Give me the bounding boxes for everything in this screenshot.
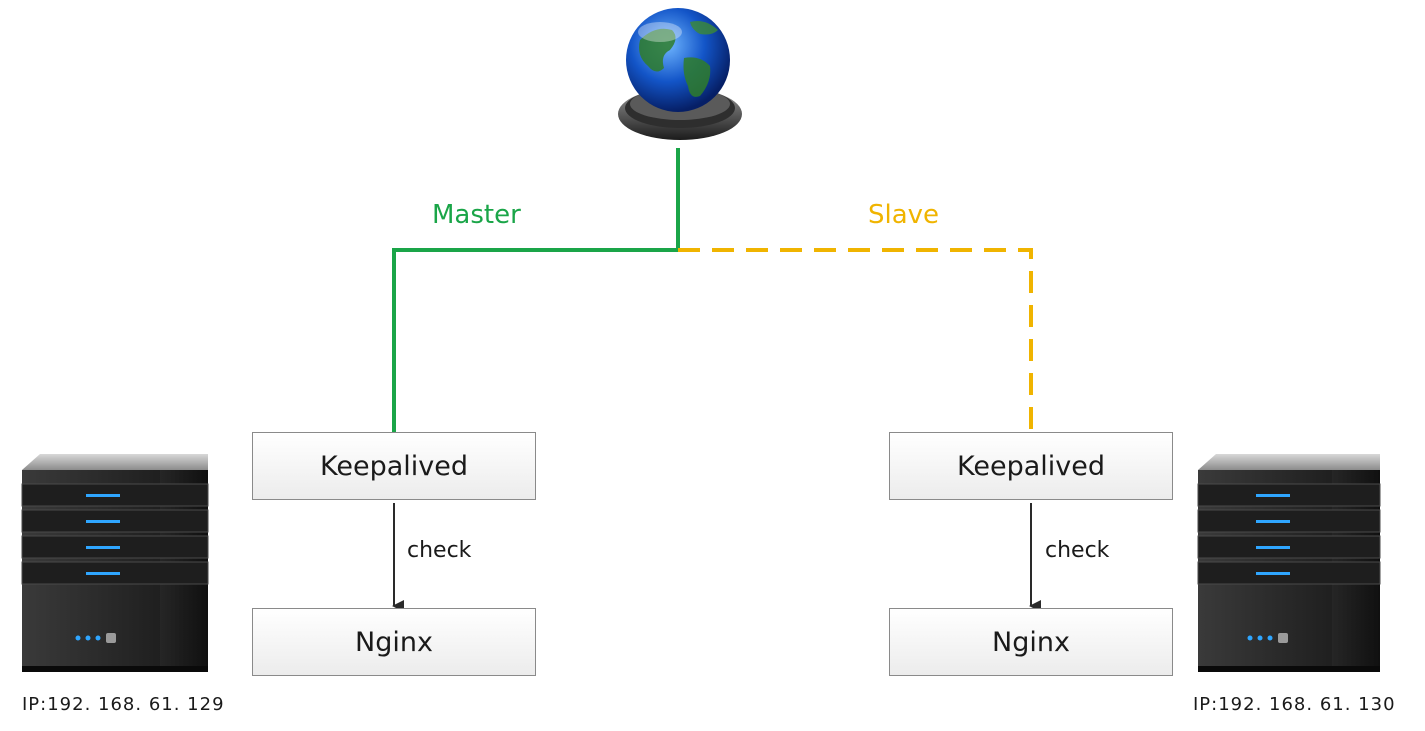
master-link-label: Master bbox=[432, 200, 521, 230]
left-check-label: check bbox=[407, 538, 472, 563]
left-ip-label: IP:192. 168. 61. 129 bbox=[22, 694, 225, 715]
left-nginx-box: Nginx bbox=[252, 608, 536, 676]
left-server-icon bbox=[21, 454, 209, 672]
right-server-icon bbox=[1197, 454, 1381, 672]
right-keepalived-box: Keepalived bbox=[889, 432, 1173, 500]
right-nginx-box: Nginx bbox=[889, 608, 1173, 676]
left-keepalived-label: Keepalived bbox=[320, 450, 468, 482]
globe-icon bbox=[618, 8, 742, 140]
master-link-line bbox=[392, 148, 680, 434]
slave-link-line bbox=[678, 248, 1033, 434]
right-check-label: check bbox=[1045, 538, 1110, 563]
right-ip-label: IP:192. 168. 61. 130 bbox=[1193, 694, 1396, 715]
left-nginx-label: Nginx bbox=[355, 626, 433, 658]
right-keepalived-label: Keepalived bbox=[957, 450, 1105, 482]
right-nginx-label: Nginx bbox=[992, 626, 1070, 658]
left-keepalived-box: Keepalived bbox=[252, 432, 536, 500]
slave-link-label: Slave bbox=[868, 200, 940, 230]
